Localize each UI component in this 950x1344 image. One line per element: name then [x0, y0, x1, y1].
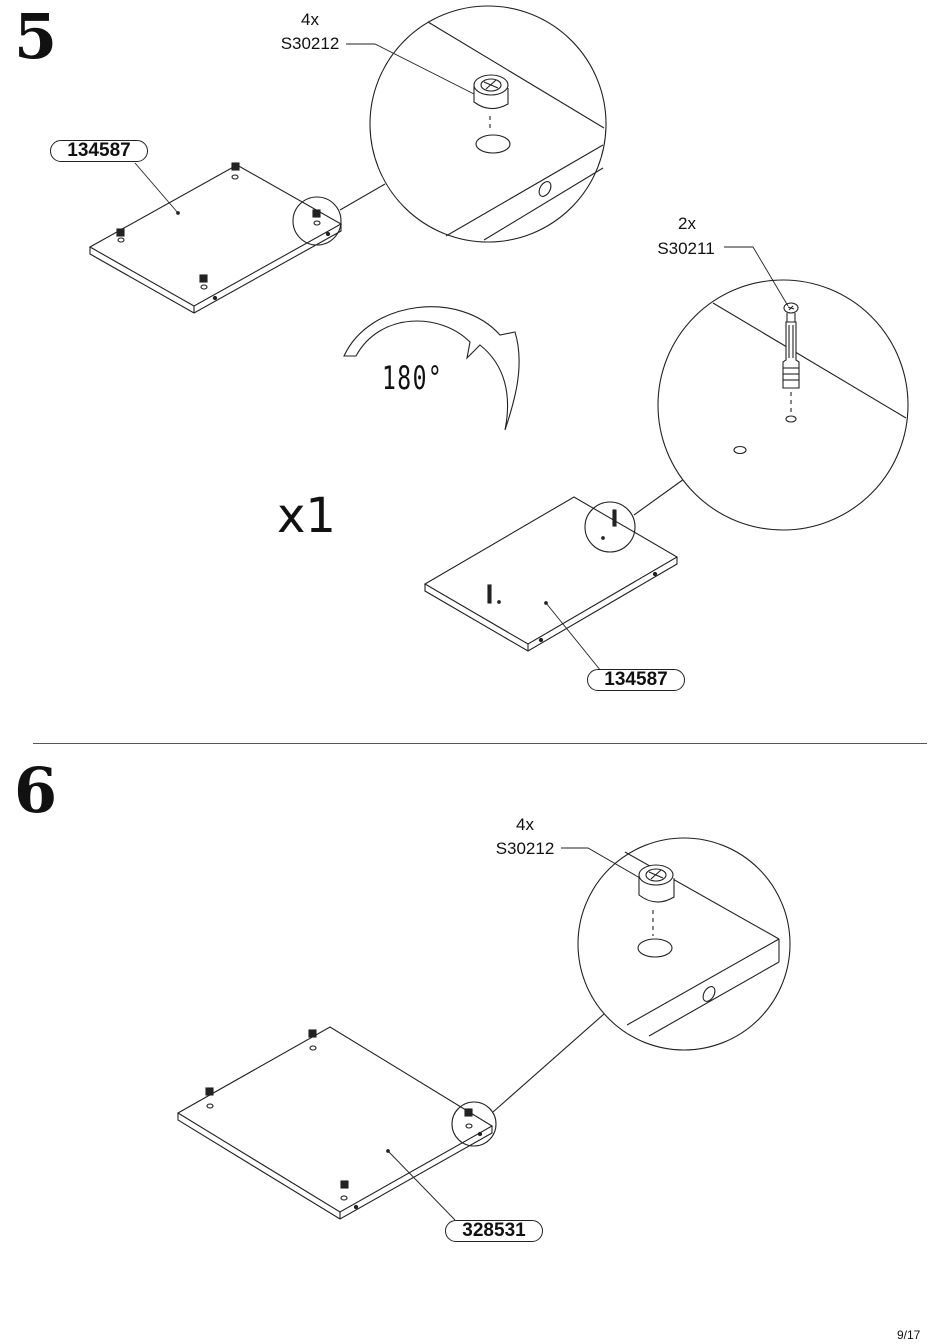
detail-connector-line [492, 1013, 605, 1113]
edge-hole-icon [652, 571, 658, 577]
detail-highlight-circle [292, 196, 342, 246]
detail-connector-line [339, 183, 386, 211]
callout-leader-line [346, 43, 475, 95]
dowel-icon [487, 509, 617, 604]
panel-328531 [176, 1026, 494, 1220]
page-number: 9/17 [897, 1328, 921, 1342]
part-leader-dot [176, 211, 180, 215]
step-5-number: 5 [14, 0, 57, 73]
panel-134587-top [88, 164, 343, 314]
hardware-quantity: 4x [301, 10, 319, 29]
detail-zoom-dowel [657, 279, 909, 531]
part-leader-dot [544, 601, 548, 605]
hardware-code: S30212 [280, 34, 340, 53]
edge-hole-icon [477, 1131, 483, 1137]
hardware-code: S30211 [657, 239, 715, 258]
quantity-multiplier: x1 [277, 488, 336, 544]
edge-hole-icon [538, 637, 544, 643]
cam-lock-icon [116, 162, 321, 290]
detail-zoom-cam [577, 837, 791, 1051]
callout-leader-line [724, 246, 789, 307]
callout-leader-line [561, 847, 641, 879]
part-leader-line [387, 1150, 456, 1221]
detail-highlight-circle [584, 501, 636, 553]
step-divider [33, 743, 927, 744]
panel-134587-bottom [423, 496, 679, 652]
part-leader-line [545, 602, 602, 672]
edge-hole-icon [353, 1204, 359, 1210]
part-leader-line [134, 162, 179, 214]
cam-lock-icon [205, 1029, 473, 1201]
detail-connector-line [633, 478, 685, 516]
part-number-badge: 328531 [445, 1220, 543, 1242]
hardware-quantity: 2x [678, 214, 696, 233]
rotation-label: 180° [382, 359, 444, 397]
detail-zoom-cam [369, 5, 607, 243]
rotate-180-arrow-icon [343, 306, 520, 431]
part-leader-dot [386, 1149, 390, 1153]
step-6-number: 6 [14, 754, 57, 827]
detail-highlight-circle [451, 1101, 497, 1147]
hardware-quantity: 4x [516, 815, 534, 834]
part-number-badge: 134587 [587, 669, 685, 691]
edge-hole-icon [325, 231, 331, 237]
edge-hole-icon [212, 295, 218, 301]
hardware-code: S30212 [495, 839, 555, 858]
part-number-badge: 134587 [50, 140, 148, 162]
